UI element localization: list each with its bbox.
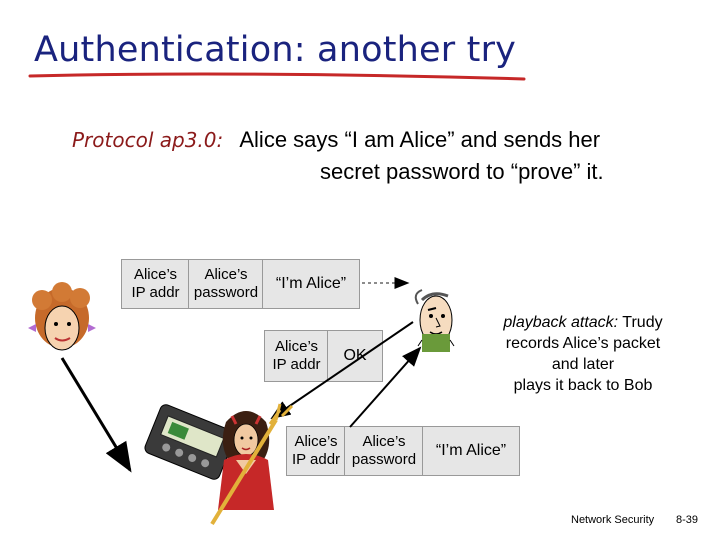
reply-ok-text: OK (343, 347, 367, 364)
arrow-bob-to-trudy (270, 321, 414, 420)
top-ip-line2: IP addr (131, 284, 180, 301)
protocol-description: Protocol ap3.0: Alice says “I am Alice” … (72, 124, 692, 184)
replay-message-text: “I’m Alice” (435, 442, 507, 459)
top-ip-line1: Alice’s (133, 266, 178, 283)
annotation-line3: and later (551, 356, 615, 373)
top-ip-box: Alice’s IP addr (121, 259, 189, 309)
annotation-trudy: Trudy (622, 314, 663, 331)
alice-figure (28, 282, 96, 351)
annotation-line4: plays it back to Bob (513, 377, 653, 394)
reply-ip-line2: IP addr (272, 356, 321, 373)
protocol-text-line1: Alice says “I am Alice” and sends her (239, 127, 601, 152)
protocol-label: Protocol ap3.0: (72, 128, 224, 152)
playback-attack-label: playback attack: (503, 314, 619, 331)
top-pw-line2: password (193, 284, 259, 301)
arrow-alice-to-device (60, 357, 132, 473)
replay-ip-box: Alice’s IP addr (286, 426, 345, 476)
reply-ip-box: Alice’s IP addr (264, 330, 328, 382)
replay-message-box: “I’m Alice” (422, 426, 520, 476)
top-message-box: “I’m Alice” (262, 259, 360, 309)
replay-ip-line2: IP addr (291, 451, 341, 468)
reply-ok-box: OK (327, 330, 383, 382)
recording-device-icon (144, 404, 236, 480)
top-pw-line1: Alice’s (204, 266, 248, 283)
reply-ip-line1: Alice’s (274, 338, 319, 355)
annotation-line2: records Alice’s packet (505, 335, 661, 352)
protocol-text-line2: secret password to “prove” it. (320, 159, 604, 184)
playback-annotation: playback attack: Trudy records Alice’s p… (472, 312, 694, 396)
title-underline (28, 72, 526, 81)
slide-title: Authentication: another try (34, 30, 517, 70)
replay-ip-line1: Alice’s (294, 433, 338, 450)
trudy-figure (210, 403, 294, 526)
replay-password-box: Alice’s password (344, 426, 423, 476)
top-password-box: Alice’s password (188, 259, 263, 309)
top-message-text: “I’m Alice” (275, 275, 347, 292)
replay-pw-line2: password (351, 451, 417, 468)
arrow-trudy-to-bob (349, 346, 422, 428)
replay-pw-line1: Alice’s (362, 433, 406, 450)
footer-course: Network Security (571, 514, 655, 526)
footer-page-number: 8-39 (676, 514, 699, 526)
bob-figure (414, 289, 455, 352)
